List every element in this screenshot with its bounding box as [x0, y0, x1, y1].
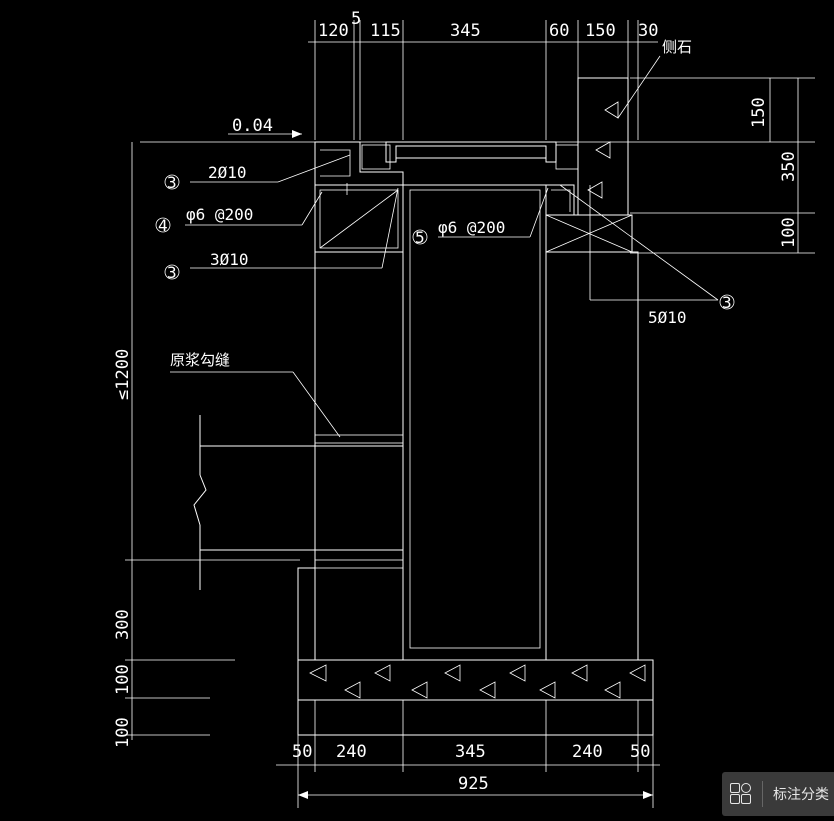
- top-dim-120: 120: [318, 21, 349, 41]
- callout-2-text: φ6 @200: [186, 205, 253, 224]
- callout-3: 3 3Ø10: [164, 187, 399, 282]
- left-dimension-lines: [125, 142, 300, 740]
- right-dim-150: 150: [749, 97, 769, 128]
- callout-4: 5 φ6 @200: [412, 187, 549, 247]
- bottom-dimension-lines: [276, 700, 660, 808]
- left-dim-300: 300: [113, 609, 133, 640]
- top-dim-30: 30: [638, 21, 658, 41]
- right-dim-350: 350: [779, 151, 799, 182]
- top-dim-150: 150: [585, 21, 616, 41]
- top-dim-60: 60: [549, 21, 569, 41]
- callout-1-text: 2Ø10: [208, 163, 247, 182]
- slope-label: 0.04: [232, 116, 273, 136]
- curb-label: 侧石: [662, 38, 692, 56]
- annotate-classify-label: 标注分类: [773, 787, 829, 803]
- left-dim-100-b: 100: [113, 717, 133, 748]
- mortar-label: 原浆勾缝: [170, 351, 230, 369]
- callout-5-text: 5Ø10: [648, 308, 687, 327]
- bottom-dim-total: 925: [458, 774, 489, 794]
- callout-4-number: 5: [415, 228, 425, 247]
- top-dim-5: 5: [351, 9, 361, 29]
- top-dim-115: 115: [370, 21, 401, 41]
- bottom-dim-50-right: 50: [630, 742, 650, 762]
- bottom-dim-240-right: 240: [572, 742, 603, 762]
- callout-1-number: 3: [167, 173, 177, 192]
- callout-2-number: 4: [158, 216, 168, 235]
- button-separator: [762, 781, 763, 807]
- annotate-classify-button[interactable]: 标注分类: [722, 772, 834, 816]
- callout-3-text: 3Ø10: [210, 250, 249, 269]
- callout-3-number: 3: [167, 263, 177, 282]
- left-dim-1200: ≤1200: [113, 349, 133, 400]
- mortar-callout: 原浆勾缝: [170, 351, 341, 438]
- bottom-dim-240-left: 240: [336, 742, 367, 762]
- top-dimension-lines: [308, 20, 658, 140]
- bottom-dim-345: 345: [455, 742, 486, 762]
- callout-4-text: φ6 @200: [438, 218, 505, 237]
- left-dim-100-a: 100: [113, 664, 133, 695]
- callout-1: 3 2Ø10: [164, 154, 351, 192]
- right-dim-100: 100: [779, 217, 799, 248]
- callout-2: 4 φ6 @200: [155, 191, 323, 235]
- grid-icon: [730, 783, 752, 805]
- inlet-structure: [193, 77, 654, 736]
- bottom-dim-50-left: 50: [292, 742, 312, 762]
- callout-5-number: 3: [722, 293, 732, 312]
- callout-5: 3 5Ø10: [559, 184, 735, 327]
- top-dim-345: 345: [450, 21, 481, 41]
